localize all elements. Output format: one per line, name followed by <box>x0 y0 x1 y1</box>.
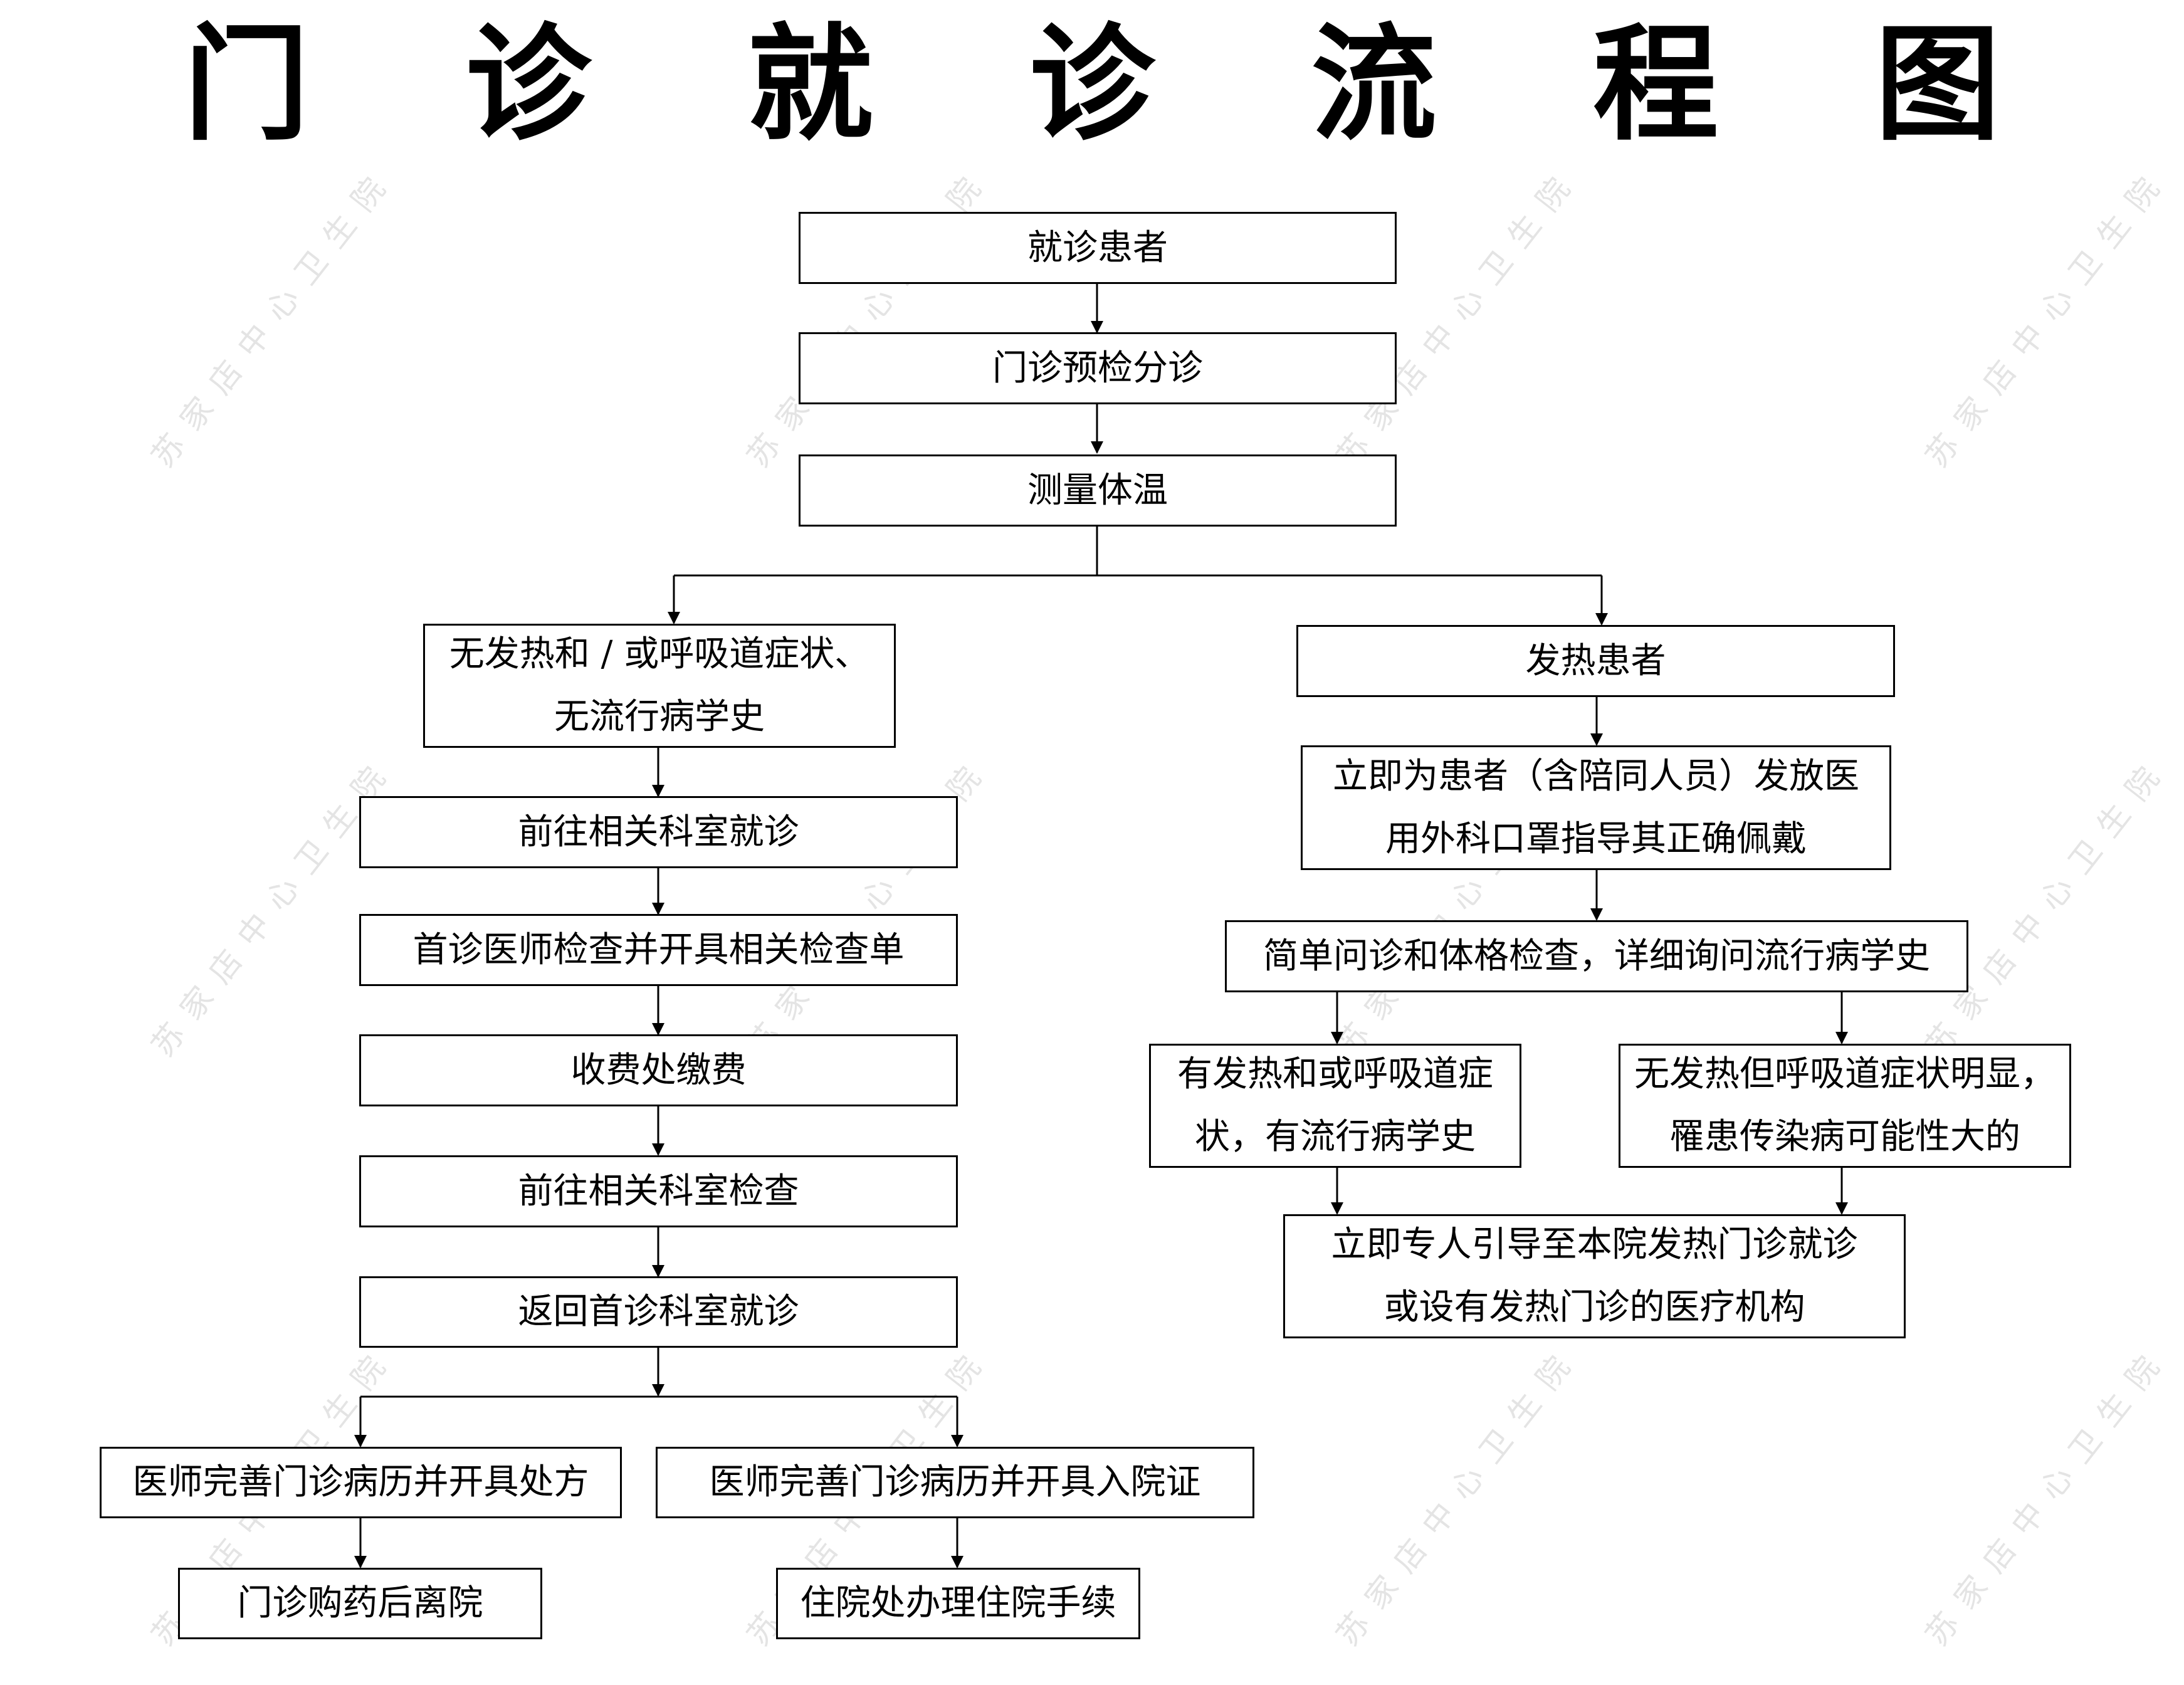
node-buy-medicine: 门诊购药后离院 <box>178 1568 542 1639</box>
node-fever-epi-line2: 状，有流行病学史 <box>1195 1116 1476 1157</box>
node-admission-cert: 医师完善门诊病历并开具入院证 <box>656 1447 1254 1518</box>
node-temperature-label: 测量体温 <box>1027 470 1168 511</box>
node-no-fever-line1: 无发热和 / 或呼吸道症状、 <box>449 634 870 675</box>
node-first-doctor: 首诊医师检查并开具相关检查单 <box>359 914 958 986</box>
node-return-department-label: 返回首诊科室就诊 <box>518 1291 799 1332</box>
node-go-department-label: 前往相关科室就诊 <box>518 811 799 853</box>
node-refer: 立即专人引导至本院发热门诊就诊 或设有发热门诊的医疗机构 <box>1283 1214 1906 1338</box>
node-buy-medicine-label: 门诊购药后离院 <box>237 1583 483 1624</box>
node-prescription-label: 医师完善门诊病历并开具处方 <box>132 1462 589 1503</box>
page-title: 门 诊 就 诊 流 程 图 <box>184 11 2057 158</box>
node-admission-cert-label: 医师完善门诊病历并开具入院证 <box>709 1462 1201 1503</box>
node-mask-line2: 用外科口罩指导其正确佩戴 <box>1385 818 1807 859</box>
node-respiratory-line2: 罹患传染病可能性大的 <box>1669 1116 2020 1157</box>
node-triage: 门诊预检分诊 <box>799 332 1397 404</box>
node-mask-line1: 立即为患者（含陪同人员）发放医 <box>1333 755 1859 797</box>
node-inquiry: 简单问诊和体格检查，详细询问流行病学史 <box>1225 920 1968 992</box>
node-respiratory: 无发热但呼吸道症状明显， 罹患传染病可能性大的 <box>1619 1044 2071 1168</box>
node-go-exam-label: 前往相关科室检查 <box>518 1170 799 1212</box>
node-payment: 收费处缴费 <box>359 1034 958 1106</box>
node-temperature: 测量体温 <box>799 454 1397 527</box>
node-fever: 发热患者 <box>1296 625 1895 697</box>
node-fever-epi-line1: 有发热和或呼吸道症 <box>1177 1054 1493 1094</box>
node-respiratory-line1: 无发热但呼吸道症状明显， <box>1634 1054 2055 1094</box>
node-payment-label: 收费处缴费 <box>570 1049 747 1091</box>
node-no-fever-line2: 无流行病学史 <box>554 696 765 737</box>
node-no-fever: 无发热和 / 或呼吸道症状、 无流行病学史 <box>423 624 896 748</box>
node-triage-label: 门诊预检分诊 <box>992 347 1203 389</box>
node-admission-label: 住院处办理住院手续 <box>800 1583 1116 1624</box>
node-go-department: 前往相关科室就诊 <box>359 796 958 868</box>
node-mask: 立即为患者（含陪同人员）发放医 用外科口罩指导其正确佩戴 <box>1301 745 1891 870</box>
node-return-department: 返回首诊科室就诊 <box>359 1276 958 1348</box>
node-fever-label: 发热患者 <box>1525 640 1666 681</box>
node-admission: 住院处办理住院手续 <box>776 1568 1140 1639</box>
node-fever-epi: 有发热和或呼吸道症 状，有流行病学史 <box>1149 1044 1521 1168</box>
node-start: 就诊患者 <box>799 212 1397 284</box>
node-inquiry-label: 简单问诊和体格检查，详细询问流行病学史 <box>1263 935 1930 977</box>
node-refer-line2: 或设有发热门诊的医疗机构 <box>1383 1287 1805 1328</box>
node-prescription: 医师完善门诊病历并开具处方 <box>100 1447 622 1518</box>
node-first-doctor-label: 首诊医师检查并开具相关检查单 <box>412 929 905 970</box>
node-go-exam: 前往相关科室检查 <box>359 1155 958 1227</box>
node-start-label: 就诊患者 <box>1027 227 1168 268</box>
node-refer-line1: 立即专人引导至本院发热门诊就诊 <box>1331 1224 1858 1265</box>
